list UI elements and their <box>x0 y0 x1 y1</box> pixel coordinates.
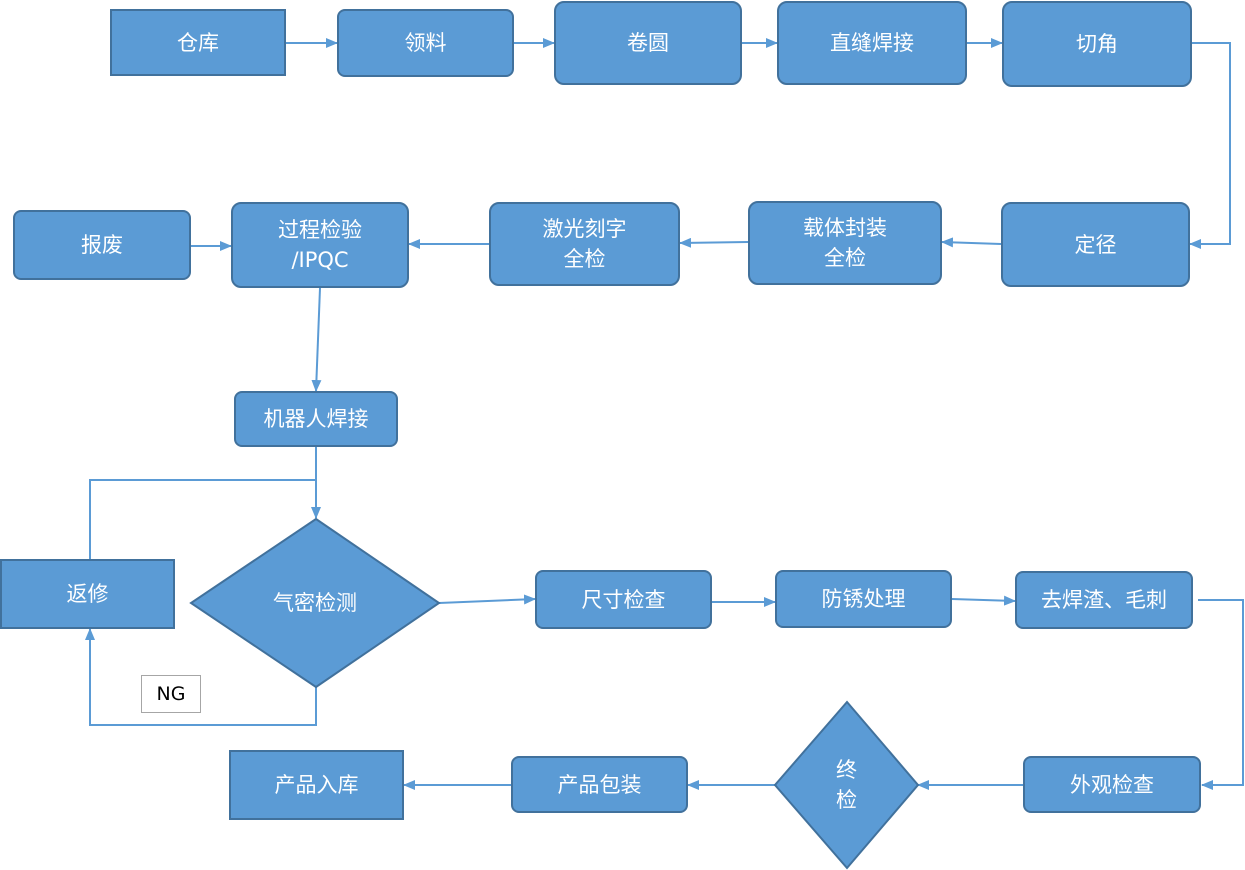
node-dimension-check: 尺寸检查 <box>535 570 712 629</box>
arrow-process-to-robot <box>311 287 322 392</box>
node-laser-marking-line1: 激光刻字 <box>542 217 627 241</box>
final-inspection-diamond <box>773 700 920 870</box>
arrow-rework-loop <box>89 479 316 560</box>
node-scrap-label: 报废 <box>81 233 123 257</box>
arrow-carrier-to-laser <box>679 237 749 248</box>
final-inspection-line2: 检 <box>836 788 857 812</box>
node-warehouse-label: 仓库 <box>177 30 219 55</box>
node-carrier-seal: 载体封装 全检 <box>748 201 942 285</box>
node-carrier-seal-line1: 载体封装 <box>803 216 887 240</box>
node-process-inspection-line2: /IPQC <box>291 248 349 272</box>
final-inspection-label: 终 检 <box>775 702 918 868</box>
node-rework: 返修 <box>0 559 175 629</box>
node-seam-weld: 直缝焊接 <box>777 1 967 85</box>
node-stock-in: 产品入库 <box>229 750 404 820</box>
node-deburr: 去焊渣、毛刺 <box>1015 571 1193 629</box>
node-warehouse: 仓库 <box>110 9 286 76</box>
node-chamfer-label: 切角 <box>1076 32 1118 56</box>
arrow-airtight-to-dimension <box>438 594 536 605</box>
node-scrap: 报废 <box>13 210 191 280</box>
node-rolling-label: 卷圆 <box>627 31 669 55</box>
node-deburr-label: 去焊渣、毛刺 <box>1041 588 1167 612</box>
ng-label-box: NG <box>141 675 201 713</box>
node-laser-marking-line2: 全检 <box>563 247 606 271</box>
airtight-test-diamond <box>189 517 441 689</box>
node-process-inspection-line1: 过程检验 <box>278 218 362 242</box>
airtight-test-label: 气密检测 <box>273 591 357 615</box>
ng-label: NG <box>156 683 186 705</box>
node-seam-weld-label: 直缝焊接 <box>830 31 914 55</box>
arrow-deburr-to-appearance <box>1198 599 1244 790</box>
node-dimension-check-label: 尺寸检查 <box>581 587 666 612</box>
node-sizing: 定径 <box>1001 202 1190 287</box>
node-appearance-check-label: 外观检查 <box>1070 772 1154 797</box>
node-packaging: 产品包装 <box>511 756 688 813</box>
node-packaging-label: 产品包装 <box>557 772 642 797</box>
node-process-inspection: 过程检验 /IPQC <box>231 202 409 288</box>
node-chamfer: 切角 <box>1002 1 1192 87</box>
node-robot-weld-label: 机器人焊接 <box>263 407 369 431</box>
node-material-pick: 领料 <box>337 9 514 77</box>
node-laser-marking: 激光刻字 全检 <box>489 202 680 286</box>
node-rolling: 卷圆 <box>554 1 742 85</box>
final-inspection-line1: 终 <box>836 758 857 782</box>
node-robot-weld: 机器人焊接 <box>234 391 398 447</box>
node-carrier-seal-line2: 全检 <box>824 246 866 270</box>
node-appearance-check: 外观检查 <box>1023 756 1201 813</box>
node-rework-label: 返修 <box>66 582 109 606</box>
arrow-sizing-to-carrier <box>941 237 1002 248</box>
node-stock-in-label: 产品入库 <box>274 773 359 797</box>
arrow-rust-to-deburr <box>951 595 1016 606</box>
arrow-chamfer-to-sizing <box>1189 42 1231 249</box>
node-material-pick-label: 领料 <box>404 31 447 55</box>
node-rust-proof: 防锈处理 <box>775 570 952 628</box>
arrow-airtight-ng-to-rework <box>85 628 317 726</box>
node-sizing-label: 定径 <box>1074 232 1117 257</box>
node-rust-proof-label: 防锈处理 <box>821 587 906 611</box>
